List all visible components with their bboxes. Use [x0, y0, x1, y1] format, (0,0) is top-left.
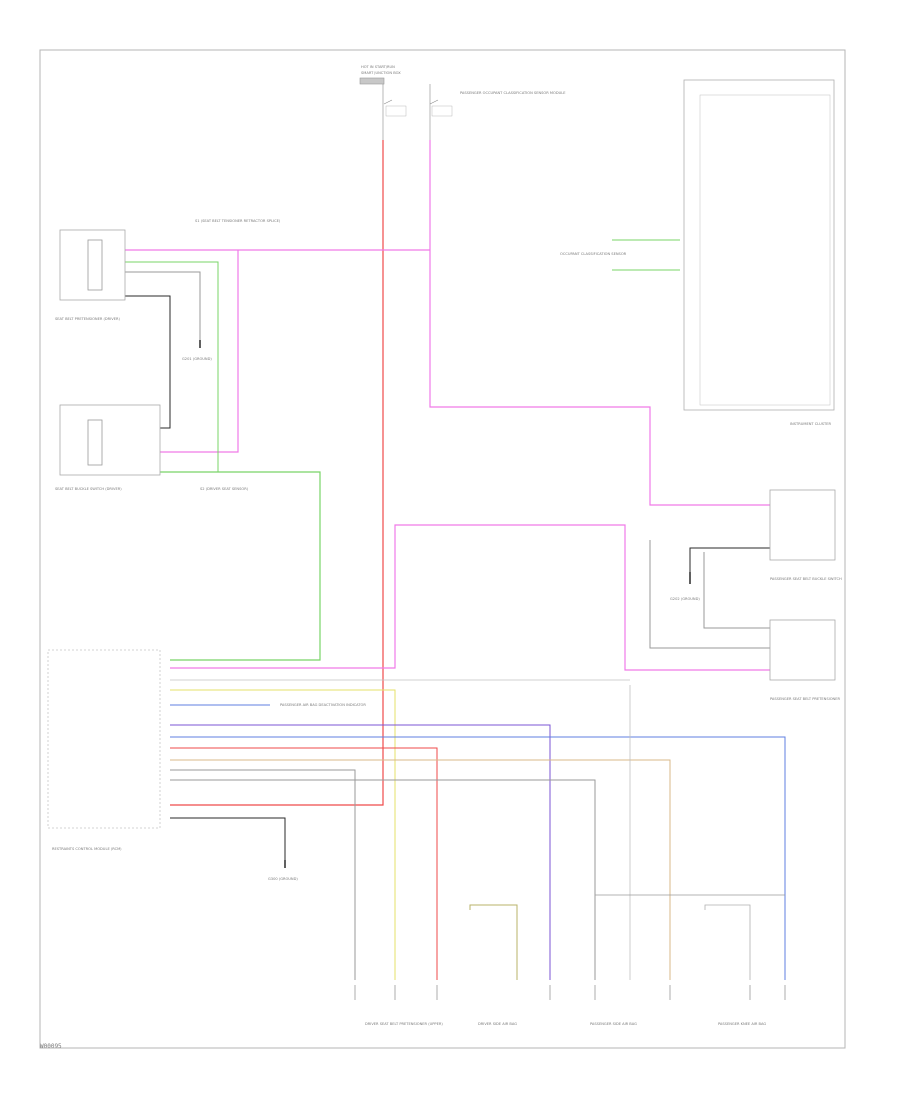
splice-s1-label: S1 (SEAT BELT TENSIONER RETRACTOR SPLICE…	[195, 219, 281, 223]
ground-g300: G300 (GROUND)	[268, 860, 298, 881]
ground-g201-label: G201 (GROUND)	[182, 357, 212, 361]
wire-gray-5	[170, 779, 596, 980]
fuse-box-title: HOT IN START/RUN	[361, 65, 395, 69]
wire-yellow-1	[170, 689, 396, 980]
passenger-side-airbag-label: PASSENGER SIDE AIR BAG	[590, 1022, 637, 1026]
wire-tan-1	[170, 759, 671, 980]
wire-black-3	[170, 817, 286, 860]
ground-g201: G201 (GROUND)	[182, 340, 212, 361]
seatbelt-buckle-lower: SEAT BELT BUCKLE SWITCH (DRIVER)	[55, 404, 161, 491]
passenger-pretensioner-label: PASSENGER SEAT BELT PRETENSIONER	[770, 697, 840, 701]
restraints-module-label: RESTRAINTS CONTROL MODULE (RCM)	[52, 847, 122, 851]
passenger-seat-sensor-label: PASSENGER SEAT BELT BUCKLE SWITCH	[770, 577, 842, 581]
wire-black-1	[125, 295, 171, 429]
splice-s2-label: S2 (DRIVER SEAT SENSOR)	[200, 487, 249, 491]
wire-gray-3	[703, 552, 770, 629]
wire-gray-2	[649, 540, 770, 649]
fuse-box-subtitle: SMART JUNCTION BOX	[361, 71, 401, 75]
wire-pink-down	[160, 250, 239, 453]
wire-red-2	[170, 747, 438, 980]
wire-gray-8	[704, 904, 751, 980]
diagram-frame	[39, 49, 846, 1049]
driver-side-airbag-label: DRIVER SIDE AIR BAG	[478, 1022, 517, 1026]
occupancy-sensor-label: OCCUPANT CLASSIFICATION SENSOR	[560, 252, 627, 256]
restraints-module: RESTRAINTS CONTROL MODULE (RCM) PASSENGE…	[47, 649, 366, 851]
wire-red	[170, 140, 384, 806]
wire-pink-fuse	[429, 140, 770, 506]
passenger-seat-sensor: PASSENGER SEAT BELT BUCKLE SWITCH	[769, 489, 842, 581]
seatbelt-pretensioner-upper: SEAT BELT PRETENSIONER (DRIVER)	[55, 229, 126, 321]
seatbelt-upper-label: SEAT BELT PRETENSIONER (DRIVER)	[55, 317, 120, 321]
ground-g202-label: G202 (GROUND)	[670, 597, 700, 601]
wire-gray-1	[125, 271, 201, 340]
wire-green-up	[125, 261, 219, 472]
ground-g202: G202 (GROUND)	[670, 572, 700, 601]
instrument-cluster-label: INSTRUMENT CLUSTER	[790, 422, 831, 426]
seatbelt-lower-label: SEAT BELT BUCKLE SWITCH (DRIVER)	[55, 487, 122, 491]
ground-g300-label: G300 (GROUND)	[268, 877, 298, 881]
fuse-box-note: PASSENGER OCCUPANT CLASSIFICATION SENSOR…	[460, 91, 566, 95]
driver-pretensioner-label: DRIVER SEAT BELT PRETENSIONER (UPPER)	[365, 1022, 443, 1026]
passenger-indicator-label: PASSENGER AIR BAG DEACTIVATION INDICATOR	[280, 703, 366, 707]
wire-olive	[469, 904, 518, 980]
wire-gray-4	[170, 769, 356, 980]
wire-purple-1	[170, 724, 551, 980]
wire-blue-2	[170, 736, 786, 980]
bottom-connector-row: DRIVER SEAT BELT PRETENSIONER (UPPER) DR…	[354, 985, 786, 1026]
diagram-id: W00095	[40, 1043, 62, 1050]
wire-pink-mid	[170, 524, 770, 671]
instrument-cluster: INSTRUMENT CLUSTER OCCUPANT CLASSIFICATI…	[560, 79, 835, 426]
wire-black-2	[689, 547, 770, 572]
passenger-knee-label: PASSENGER KNEE AIR BAG	[718, 1022, 766, 1026]
fuse-box: HOT IN START/RUN SMART JUNCTION BOX PASS…	[359, 65, 566, 140]
wire-green	[160, 471, 321, 661]
passenger-pretensioner: PASSENGER SEAT BELT PRETENSIONER	[769, 619, 840, 701]
